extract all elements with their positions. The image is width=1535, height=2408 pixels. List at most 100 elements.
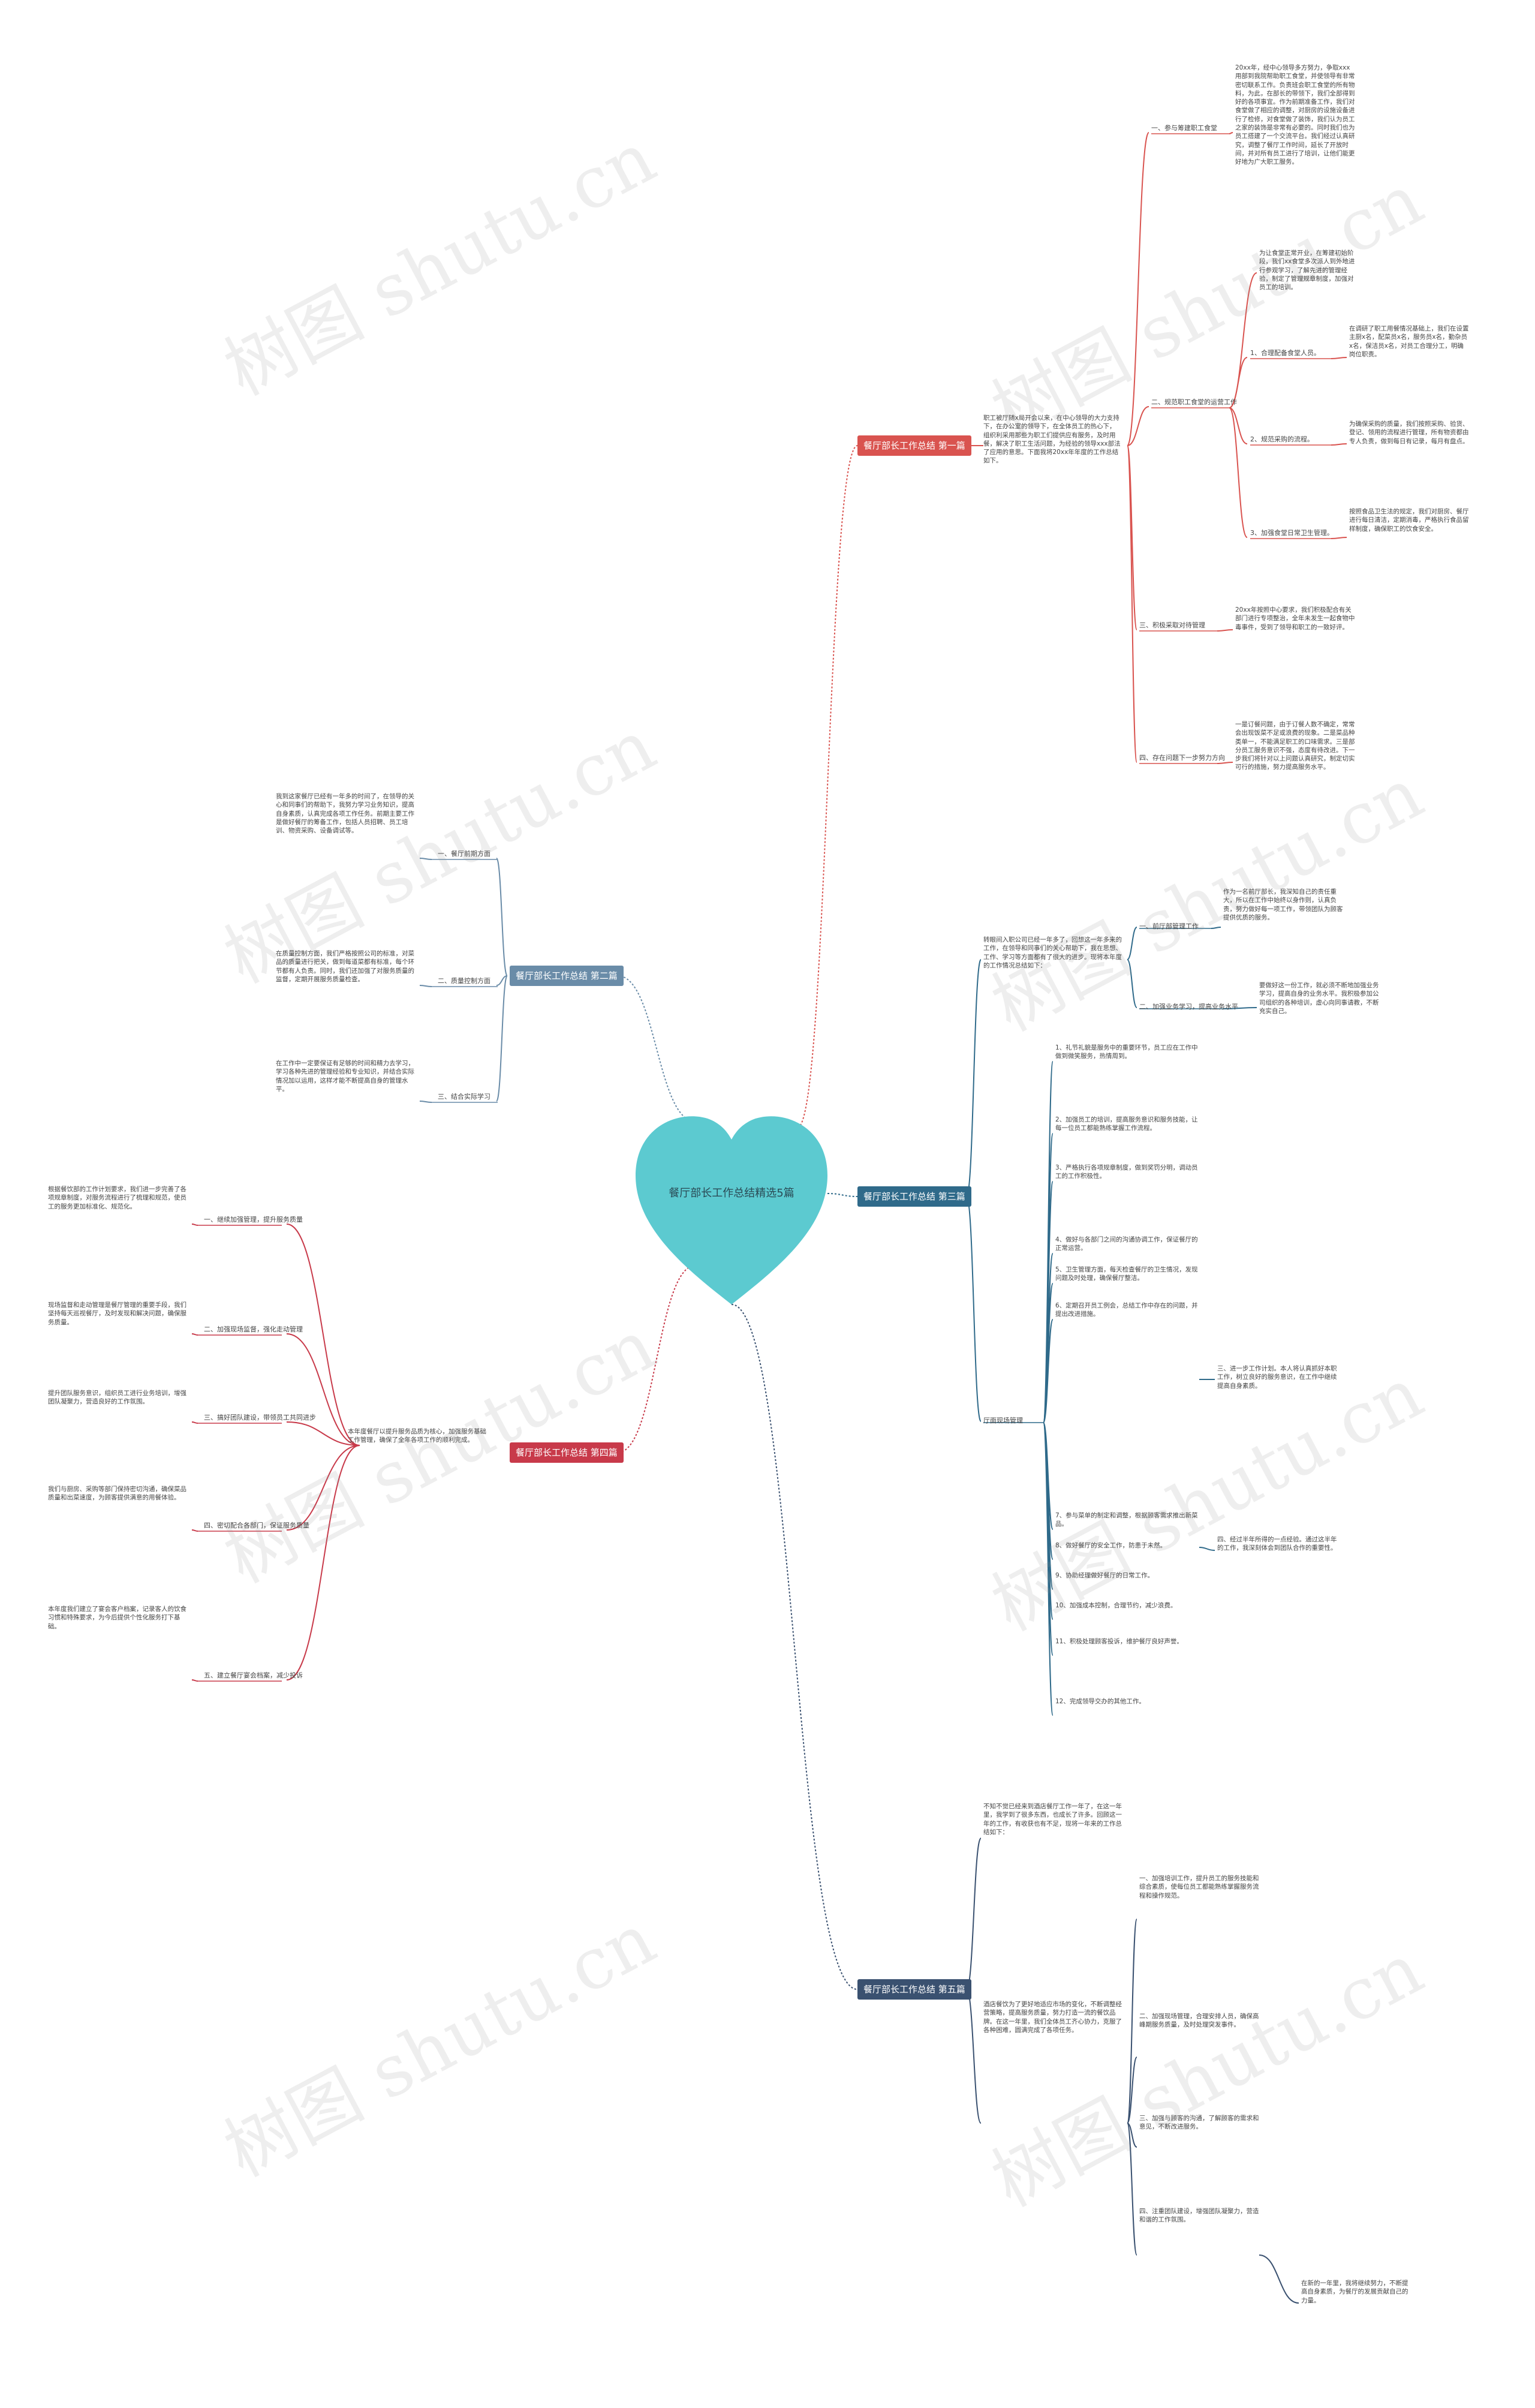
- branch-3-item-4[interactable]: 厅面现场管理: [983, 1417, 1023, 1424]
- connector: [1223, 1007, 1257, 1009]
- branch-1-sub-2[interactable]: 2、规范采购的流程。: [1250, 435, 1314, 443]
- branch-1-sub-2-text: 为确保采购的质量，我们按照采购、验货、登记、领用的流程进行管理，所有物资都由专人…: [1349, 420, 1469, 445]
- branch-3-intro: 转眼间入职公司已经一年多了，回想这一年多来的工作，在领导和同事们的关心帮助下，我…: [983, 936, 1122, 969]
- branch-1-sub-1[interactable]: 1、合理配备食堂人员。: [1250, 349, 1320, 357]
- branch-5-intro: 不知不觉已经来到酒店餐厅工作一年了，在这一年里，我学到了很多东西，也成长了许多。…: [983, 1803, 1122, 1836]
- connector: [1331, 357, 1347, 359]
- branch-4-item-3-text: 提升团队服务意识，组织员工进行业务培训，增强团队凝聚力，营造良好的工作氛围。: [48, 1390, 186, 1406]
- connector: [1229, 357, 1248, 408]
- branch-1-item-1[interactable]: 一、参与筹建职工食堂: [1151, 124, 1217, 132]
- connector: [617, 975, 696, 1122]
- connector: [419, 858, 432, 860]
- connector: [827, 1193, 858, 1197]
- branch-3-list-item: 1、礼节礼貌是服务中的重要环节，员工应在工作中做到微笑服务，热情周到。: [1055, 1044, 1198, 1060]
- branch-2-item-1-text: 我到这家餐厅已经有一年多的时间了，在领导的关心和同事们的帮助下，我努力学习业务知…: [276, 793, 414, 835]
- connector: [1127, 1919, 1137, 2124]
- branch-4-item-1-text: 根据餐饮部的工作计划要求，我们进一步完善了各项规章制度，对服务流程进行了梳理和规…: [48, 1186, 186, 1210]
- connector: [966, 1838, 982, 1990]
- branch-3-list-item: 5、卫生管理方面，每天检查餐厅的卫生情况，发现问题及时处理，确保餐厅整洁。: [1055, 1266, 1198, 1282]
- center-title: 餐厅部长工作总结精选5篇: [669, 1187, 794, 1200]
- connector: [496, 975, 508, 1102]
- connector: [496, 858, 508, 976]
- branch-3-list-item: 7、参与菜单的制定和调整，根据顾客需求推出新菜品。: [1055, 1512, 1198, 1528]
- connector: [1127, 2123, 1137, 2256]
- connector: [1127, 445, 1137, 763]
- branch-4-intro: 本年度餐厅以提升服务品质为核心，加强服务基础工作管理，确保了全年各项工作的顺利完…: [348, 1428, 486, 1444]
- branch-3-list-item: 6、定期召开员工例会，总结工作中存在的问题，并提出改进措施。: [1055, 1302, 1198, 1318]
- branch-3-label[interactable]: 餐厅部长工作总结 第三篇: [857, 1186, 971, 1207]
- branch-3-item-2[interactable]: 二、加强业务学习，提高业务水平: [1139, 1003, 1238, 1011]
- connector: [286, 1223, 360, 1446]
- center-heart[interactable]: [636, 1116, 827, 1304]
- branch-3-item-1-text: 作为一名前厅部长，我深知自己的责任重大，所以在工作中始终以身作则，认真负责，努力…: [1223, 888, 1343, 921]
- branch-3-list-item: 3、严格执行各项规章制度，做到奖罚分明，调动员工的工作积极性。: [1055, 1164, 1198, 1180]
- connector: [1127, 927, 1137, 960]
- connector: [1127, 2123, 1137, 2148]
- branch-4-label[interactable]: 餐厅部长工作总结 第四篇: [510, 1442, 624, 1463]
- branch-3-list-item: 8、做好餐厅的安全工作，防患于未然。: [1055, 1542, 1167, 1549]
- branch-4-item-5-text: 本年度我们建立了宴会客户档案，记录客人的饮食习惯和特殊要求，为今后提供个性化服务…: [48, 1606, 186, 1630]
- branch-5-label[interactable]: 餐厅部长工作总结 第五篇: [857, 1979, 971, 2000]
- branch-5-item-4-text: 四、注重团队建设，增强团队凝聚力，营造和谐的工作氛围。: [1139, 2208, 1259, 2224]
- branch-5-item-1-text: 一、加强培训工作，提升员工的服务技能和综合素质，使每位员工都能熟练掌握服务流程和…: [1139, 1875, 1259, 1899]
- connector: [1127, 132, 1149, 446]
- branch-3-list-item: 4、做好与各部门之间的沟通协调工作，保证餐厅的正常运营。: [1055, 1236, 1198, 1252]
- branch-3-list-item: 2、加强员工的培训，提高服务意识和服务技能，让每一位员工都能熟练掌握工作流程。: [1055, 1116, 1198, 1132]
- connector: [286, 1333, 360, 1446]
- branch-5-closing: 在新的一年里，我将继续努力，不断提高自身素质，为餐厅的发展贡献自己的力量。: [1301, 2280, 1408, 2304]
- connector: [1043, 1319, 1054, 1423]
- connector: [1199, 1547, 1215, 1551]
- branch-1-item-3[interactable]: 三、积极采取对待管理: [1139, 621, 1205, 629]
- branch-3-list-item: 9、协助经理做好餐厅的日常工作。: [1055, 1572, 1154, 1579]
- connector: [286, 1445, 360, 1681]
- connector: [966, 1989, 982, 2124]
- branch-1-intro: 职工被厅随x局开会以来，在中心领导的大力支持下，在办公室的领导下，在全体员工的热…: [983, 414, 1121, 465]
- branch-1-label[interactable]: 餐厅部长工作总结 第一篇: [857, 435, 971, 456]
- branch-4-item-3[interactable]: 三、搞好团队建设，带领员工共同进步: [204, 1414, 316, 1421]
- branch-1-sub-3-text: 按照食品卫生法的规定，我们对厨房、餐厅进行每日清洁，定期消毒，严格执行食品留样制…: [1349, 508, 1469, 533]
- connector: [1217, 762, 1233, 764]
- branch-2-item-3-text: 在工作中一定要保证有足够的时间和精力去学习，学习各种先进的管理经验和专业知识，并…: [276, 1060, 414, 1093]
- branch-4-item-1[interactable]: 一、继续加强管理，提升服务质量: [204, 1216, 303, 1223]
- branch-2-item-2[interactable]: 二、质量控制方面: [438, 977, 490, 985]
- branch-4-item-2[interactable]: 二、加强现场监督，强化走动管理: [204, 1325, 303, 1333]
- connector: [1043, 1422, 1054, 1716]
- branch-3-item-3-text: 三、进一步工作计划。本人将认真抓好本职工作，树立良好的服务意识，在工作中继续提高…: [1217, 1365, 1337, 1390]
- connector: [286, 1421, 360, 1446]
- connector: [731, 1304, 858, 1990]
- connector: [1331, 443, 1347, 446]
- branch-3-item-3-sub-text: 四、经过半年所得的一点经验。通过这半年的工作，我深刻体会到团队合作的重要性。: [1217, 1536, 1337, 1552]
- connector: [419, 985, 432, 987]
- branch-3-list-item: 10、加强成本控制，合理节约，减少浪费。: [1055, 1602, 1177, 1609]
- branch-4-item-2-text: 现场监督和走动管理是餐厅管理的重要手段，我们坚持每天巡视餐厅，及时发现和解决问题…: [48, 1301, 186, 1326]
- connector: [1217, 629, 1233, 632]
- branch-2-label[interactable]: 餐厅部长工作总结 第二篇: [510, 966, 624, 986]
- branch-1-item-4-text: 一是订餐问题，由于订餐人数不确定，常常会出现饭菜不足或浪费的现象。二是菜品种类单…: [1235, 721, 1355, 771]
- connector: [1229, 407, 1248, 444]
- branch-4-item-4-text: 我们与厨房、采购等部门保持密切沟通，确保菜品质量和出菜速度，为顾客提供满意的用餐…: [48, 1486, 186, 1502]
- connector: [496, 975, 508, 986]
- branch-2-item-3[interactable]: 三、结合实际学习: [438, 1093, 490, 1101]
- connector: [966, 959, 982, 1197]
- connector: [1127, 406, 1149, 446]
- connector: [617, 1265, 696, 1453]
- connector: [797, 445, 858, 1128]
- connector: [286, 1445, 360, 1531]
- branch-4-item-4[interactable]: 四、密切配合各部门，保证服务质量: [204, 1522, 309, 1529]
- branch-1-item-2[interactable]: 二、规范职工食堂的运营工作: [1151, 398, 1237, 406]
- branch-2-item-1[interactable]: 一、餐厅前期方面: [438, 850, 490, 858]
- branch-3-list-item: 11、积极处理顾客投诉，维护餐厅良好声誉。: [1055, 1638, 1183, 1645]
- branch-1-item-2-text: 为让食堂正常开业，在筹建初始阶段，我们xx食堂多次派人到外地进行参观学习，了解先…: [1259, 249, 1355, 291]
- connector: [191, 1223, 198, 1226]
- branch-4-item-5[interactable]: 五、建立餐厅宴会档案，减少投诉: [204, 1672, 303, 1679]
- branch-1-sub-3[interactable]: 3、加强食堂日常卫生管理。: [1250, 529, 1334, 537]
- branch-1-item-4[interactable]: 四、存在问题下一步努力方向: [1139, 754, 1225, 762]
- branch-3-item-1[interactable]: 一、前厅部管理工作: [1139, 922, 1199, 930]
- branch-5-item-2-text: 二、加强现场管理，合理安排人员，确保高峰期服务质量，及时处理突发事件。: [1139, 2013, 1259, 2029]
- branch-1-sub-1-text: 在调研了职工用餐情况基础上，我们在设置主厨x名，配菜员x名，服务员x名，勤杂员x…: [1349, 325, 1469, 358]
- connector: [1127, 2057, 1137, 2124]
- branch-5-intro-2: 酒店餐饮为了更好地适应市场的变化，不断调整经营策略，提高服务质量，努力打造一流的…: [983, 2001, 1122, 2034]
- connector: [1331, 537, 1347, 539]
- connector: [191, 1421, 198, 1424]
- branch-3-item-2-text: 要做好这一份工作，就必须不断地加强业务学习，提高自身的业务水平。我积极参加公司组…: [1259, 982, 1379, 1015]
